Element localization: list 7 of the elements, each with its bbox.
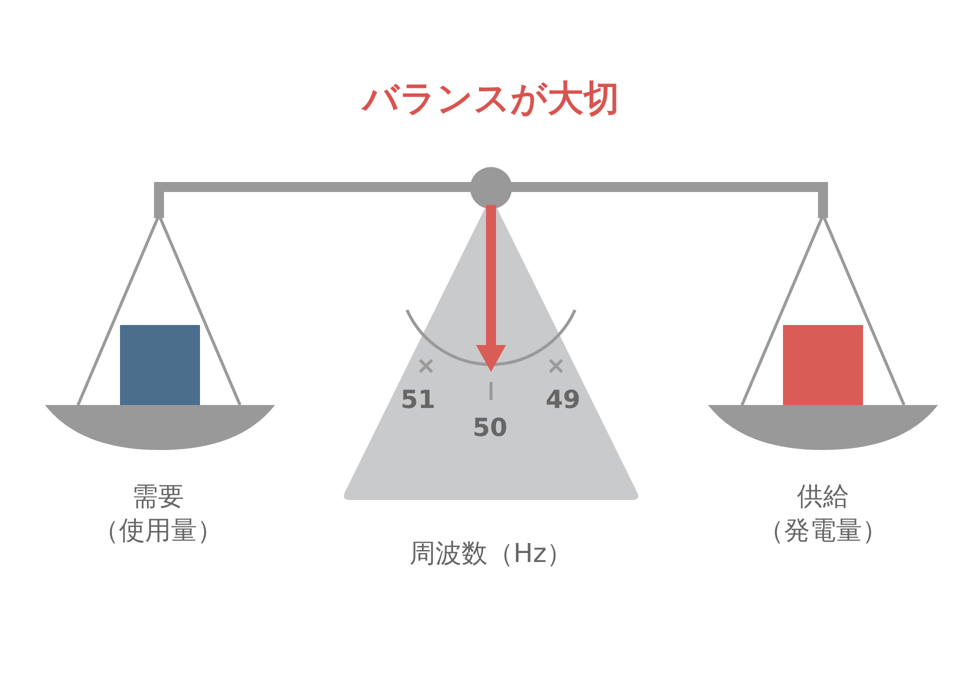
caption: 供給（発電量）	[757, 481, 889, 548]
title: バランスが大切	[362, 78, 620, 122]
caption: 需要（使用量）	[92, 481, 224, 548]
scale-value: 50	[472, 412, 508, 444]
scale-value: 49	[546, 384, 580, 416]
caption: 周波数（Hz）	[409, 538, 573, 572]
scale-value: 51	[400, 384, 436, 416]
